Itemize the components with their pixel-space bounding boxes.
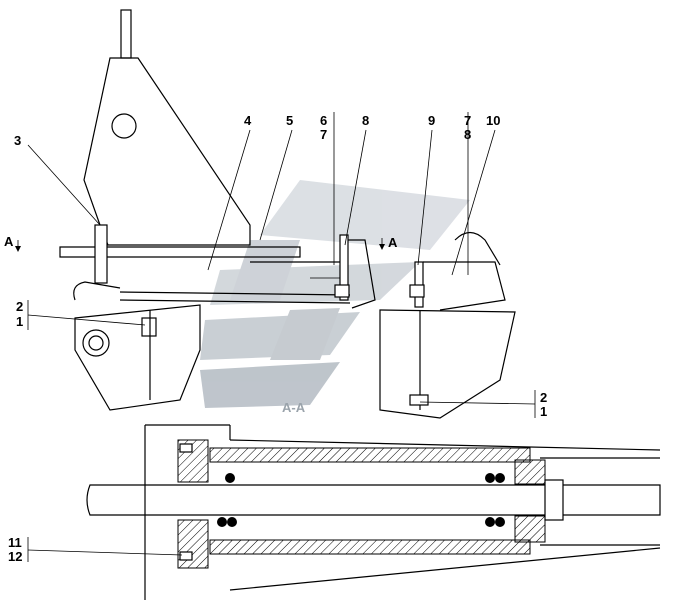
callout-12: 12 <box>8 549 22 564</box>
callout-11: 11 <box>8 535 22 550</box>
callout-labels: 3 4 5 6 7 8 9 7 8 10 2 1 2 1 11 12 <box>8 113 547 564</box>
callout-7-right: 7 <box>464 113 471 128</box>
cylinder-section <box>86 424 661 600</box>
section-label-a-a: A-A <box>282 400 306 415</box>
callout-6: 6 <box>320 113 327 128</box>
watermark-logo <box>200 180 470 408</box>
callout-8-left: 8 <box>362 113 369 128</box>
callout-10: 10 <box>486 113 500 128</box>
callout-1-right: 1 <box>540 404 547 419</box>
leader-lines <box>15 112 536 562</box>
callout-8-right: 8 <box>464 127 471 142</box>
section-marks: A A A-A <box>4 234 398 415</box>
callout-3: 3 <box>14 133 21 148</box>
callout-5: 5 <box>286 113 293 128</box>
callout-2-right: 2 <box>540 390 547 405</box>
callout-4: 4 <box>244 113 252 128</box>
callout-1-left: 1 <box>16 314 23 329</box>
section-arrow-a-left: A <box>4 234 14 249</box>
upper-assembly <box>59 9 516 419</box>
callout-2-left: 2 <box>16 299 23 314</box>
section-arrow-a-right: A <box>388 235 398 250</box>
callout-7-left: 7 <box>320 127 327 142</box>
callout-9: 9 <box>428 113 435 128</box>
